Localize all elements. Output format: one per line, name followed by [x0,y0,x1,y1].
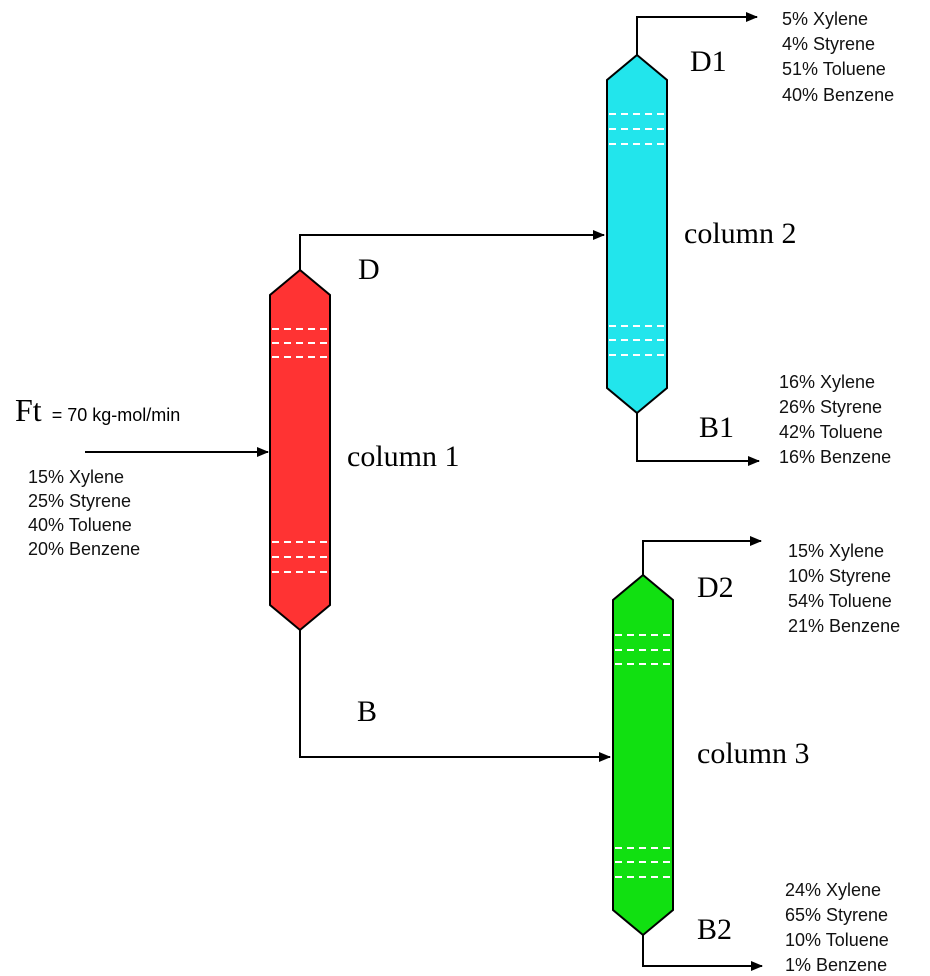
column-2-vessel [606,53,668,415]
column-1-vessel [269,268,331,632]
feed-flow: = 70 kg-mol/min [52,405,181,425]
column-2-bottom-trays [609,325,665,356]
stream-d2-label: D2 [697,571,734,604]
column-3-vessel [612,573,674,937]
d2-styrene: 10% Styrene [788,566,891,586]
column-3-top-trays [615,634,671,665]
column-2-label: column 2 [684,217,797,250]
column-3-bottom-trays [615,847,671,878]
column-1[interactable] [269,268,331,632]
stream-d-label: D [358,253,380,286]
b1-styrene: 26% Styrene [779,397,882,417]
column-1-label: column 1 [347,440,460,473]
d2-xylene: 15% Xylene [788,541,884,561]
stream-b-label: B [357,695,377,728]
stream-d-line [299,230,605,270]
b2-benzene: 1% Benzene [785,955,887,975]
d1-xylene: 5% Xylene [782,9,868,29]
column-2-top-trays [609,113,665,145]
d1-benzene: 40% Benzene [782,85,894,105]
column-3-label: column 3 [697,737,810,770]
feed-label: Ft [15,392,42,428]
stream-b-line [299,630,611,762]
b2-composition: 24% Xylene 65% Styrene 10% Toluene 1% Be… [785,880,889,975]
d1-composition: 5% Xylene 4% Styrene 51% Toluene 40% Ben… [782,9,894,105]
d2-composition: 15% Xylene 10% Styrene 54% Toluene 21% B… [788,541,900,636]
b1-xylene: 16% Xylene [779,372,875,392]
b1-benzene: 16% Benzene [779,447,891,467]
b2-styrene: 65% Styrene [785,905,888,925]
stream-b2-label: B2 [697,913,732,946]
column-1-bottom-trays [272,541,328,573]
b2-xylene: 24% Xylene [785,880,881,900]
column-2[interactable] [606,53,668,415]
d2-toluene: 54% Toluene [788,591,892,611]
feed-toluene: 40% Toluene [28,515,132,535]
b2-toluene: 10% Toluene [785,930,889,950]
stream-b1-line [636,413,760,466]
feed-xylene: 15% Xylene [28,467,124,487]
stream-b1-label: B1 [699,411,734,444]
feed-composition: 15% Xylene 25% Styrene 40% Toluene 20% B… [28,467,140,559]
feed-styrene: 25% Styrene [28,491,131,511]
stream-d2-line [642,536,762,575]
d1-toluene: 51% Toluene [782,59,886,79]
b1-composition: 16% Xylene 26% Styrene 42% Toluene 16% B… [779,372,891,467]
stream-d1-label: D1 [690,45,727,78]
d1-styrene: 4% Styrene [782,34,875,54]
feed-label-group: Ft = 70 kg-mol/min [15,392,180,428]
feed-benzene: 20% Benzene [28,539,140,559]
b1-toluene: 42% Toluene [779,422,883,442]
stream-d1-line [636,12,758,55]
d2-benzene: 21% Benzene [788,616,900,636]
column-3[interactable] [612,573,674,937]
column-1-top-trays [272,328,328,358]
stream-b2-line [642,935,763,971]
